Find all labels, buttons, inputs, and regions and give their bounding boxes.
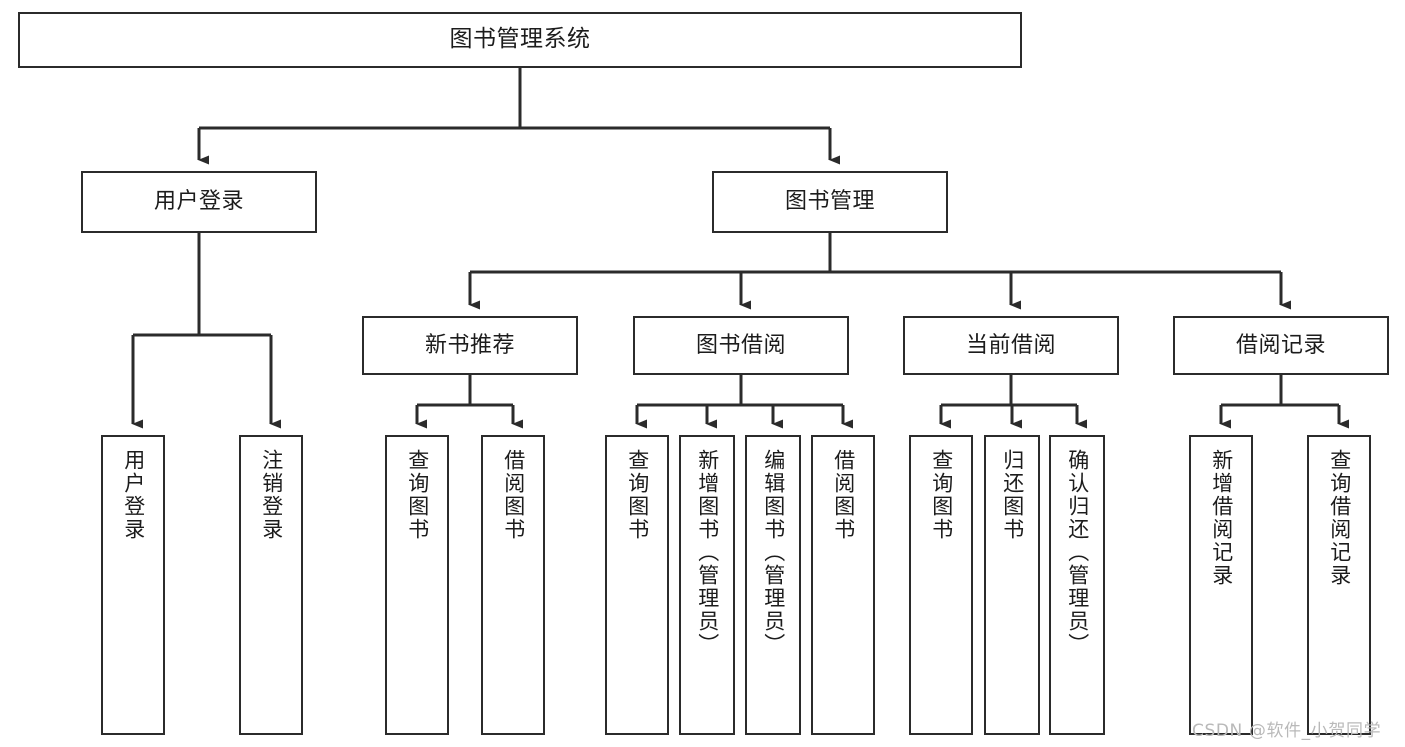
- node-leaf-query-record[interactable]: 查询借阅记录: [1307, 435, 1371, 735]
- node-leaf-user-login[interactable]: 用户登录: [101, 435, 165, 735]
- node-leaf-borrow-book-1[interactable]: 借阅图书: [481, 435, 545, 735]
- node-leaf-borrow-book-1-label: 借阅图书: [501, 449, 526, 541]
- node-leaf-add-record-label: 新增借阅记录: [1209, 449, 1234, 587]
- node-book-manage[interactable]: 图书管理: [712, 171, 948, 233]
- node-book-borrow[interactable]: 图书借阅: [633, 316, 849, 375]
- node-leaf-query-book-2[interactable]: 查询图书: [605, 435, 669, 735]
- node-leaf-query-book-3[interactable]: 查询图书: [909, 435, 973, 735]
- node-leaf-borrow-book-2[interactable]: 借阅图书: [811, 435, 875, 735]
- node-book-manage-label: 图书管理: [784, 189, 875, 215]
- node-leaf-add-book[interactable]: 新增图书（管理员）: [679, 435, 735, 735]
- node-leaf-borrow-book-2-label: 借阅图书: [831, 449, 856, 541]
- node-leaf-query-book-1-label: 查询图书: [405, 449, 430, 541]
- node-leaf-user-login-label: 用户登录: [121, 449, 146, 541]
- node-leaf-query-book-3-label: 查询图书: [929, 449, 954, 541]
- node-leaf-edit-book-label: 编辑图书（管理员）: [761, 449, 786, 656]
- node-leaf-query-record-label: 查询借阅记录: [1327, 449, 1352, 587]
- node-borrow-record[interactable]: 借阅记录: [1173, 316, 1389, 375]
- node-user-login-label: 用户登录: [153, 189, 244, 215]
- node-user-login[interactable]: 用户登录: [81, 171, 317, 233]
- node-leaf-edit-book[interactable]: 编辑图书（管理员）: [745, 435, 801, 735]
- node-new-book-recommend-label: 新书推荐: [424, 332, 515, 358]
- node-leaf-add-book-label: 新增图书（管理员）: [695, 449, 720, 656]
- node-leaf-confirm-return-label: 确认归还（管理员）: [1065, 449, 1090, 656]
- node-book-borrow-label: 图书借阅: [695, 332, 786, 358]
- node-new-book-recommend[interactable]: 新书推荐: [362, 316, 578, 375]
- node-leaf-query-book-2-label: 查询图书: [625, 449, 650, 541]
- csdn-watermark: CSDN @软件_小贺同学: [1192, 721, 1382, 741]
- node-borrow-record-label: 借阅记录: [1235, 332, 1326, 358]
- node-leaf-return-book[interactable]: 归还图书: [984, 435, 1040, 735]
- node-leaf-logout[interactable]: 注销登录: [239, 435, 303, 735]
- node-current-borrow-label: 当前借阅: [965, 332, 1056, 358]
- node-current-borrow[interactable]: 当前借阅: [903, 316, 1119, 375]
- node-leaf-return-book-label: 归还图书: [1000, 449, 1025, 541]
- node-leaf-add-record[interactable]: 新增借阅记录: [1189, 435, 1253, 735]
- node-leaf-confirm-return[interactable]: 确认归还（管理员）: [1049, 435, 1105, 735]
- node-root-system[interactable]: 图书管理系统: [18, 12, 1022, 68]
- node-leaf-query-book-1[interactable]: 查询图书: [385, 435, 449, 735]
- node-root-label: 图书管理系统: [449, 26, 591, 53]
- node-leaf-logout-label: 注销登录: [259, 449, 284, 541]
